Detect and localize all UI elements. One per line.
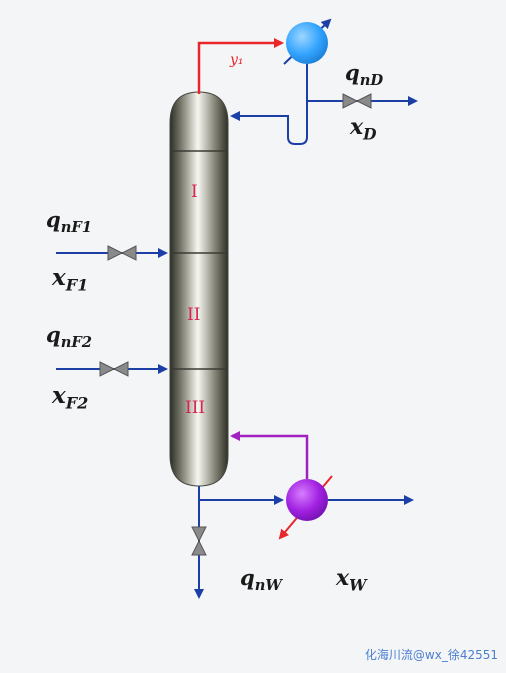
distillation-column (169, 91, 229, 487)
boilup-line (230, 431, 309, 479)
valve-icon (99, 361, 129, 377)
reboiler-icon (278, 475, 333, 540)
feed2-comp-label: xF2 (52, 382, 89, 413)
condenser-icon (283, 18, 332, 65)
bottoms-comp-label: xW (336, 565, 367, 595)
feed1-comp-label: xF1 (52, 264, 89, 295)
bottoms-flow-label: qnW (240, 565, 282, 595)
section-label-2: II (187, 305, 201, 325)
vapor-label: y₁ (230, 52, 244, 68)
feed1-flow-label: qnF1 (46, 207, 93, 237)
vapor-line (197, 38, 284, 94)
valve-icon (107, 245, 137, 261)
watermark: 化海川流@wx_徐42551 (364, 648, 498, 662)
valve-icon (191, 526, 207, 556)
distillate-flow-label: qnD (345, 60, 384, 90)
distillate-comp-label: xD (350, 114, 377, 144)
valve-icon (342, 93, 372, 109)
reflux-line (230, 101, 308, 145)
feed2-flow-label: qnF2 (46, 322, 93, 352)
section-label-3: III (185, 398, 206, 418)
section-label-1: I (191, 182, 198, 202)
